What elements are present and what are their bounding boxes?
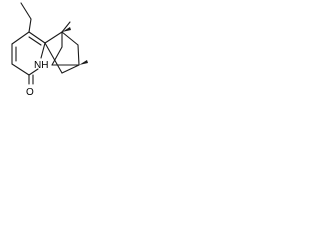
bond-bridge-ch-up (61, 21, 71, 33)
bond-bridge-c6-ch (44, 31, 63, 44)
bond-ring-c6-c1 (28, 31, 46, 44)
atom-label-o: O (26, 87, 34, 98)
bond-ring-c6-c1-inner (28, 36, 42, 46)
stereo-wedge-top (62, 27, 71, 32)
bond-ring-c4-n (28, 68, 39, 76)
atom-label-nh: NH (34, 60, 48, 71)
bond-bridge-ch2-ch (77, 44, 80, 66)
bond-ethyl-ch2-ring (28, 18, 32, 33)
bond-ring-n-c6 (40, 42, 46, 59)
stereo-wedge-bottom (79, 60, 88, 65)
bond-bridge-nh-c6 (44, 42, 63, 74)
bond-bridge-ch-ch2 (61, 31, 79, 46)
bond-bridge-inner-ch2 (51, 46, 63, 66)
molecule-diagram: NH O (11, 2, 88, 98)
bond-ethyl-ch3-ch2 (20, 2, 32, 20)
bond-ring-c1-c2 (11, 31, 30, 45)
bond-bridge-ch-nh (61, 64, 80, 74)
bond-ring-c3-c4 (11, 63, 30, 76)
